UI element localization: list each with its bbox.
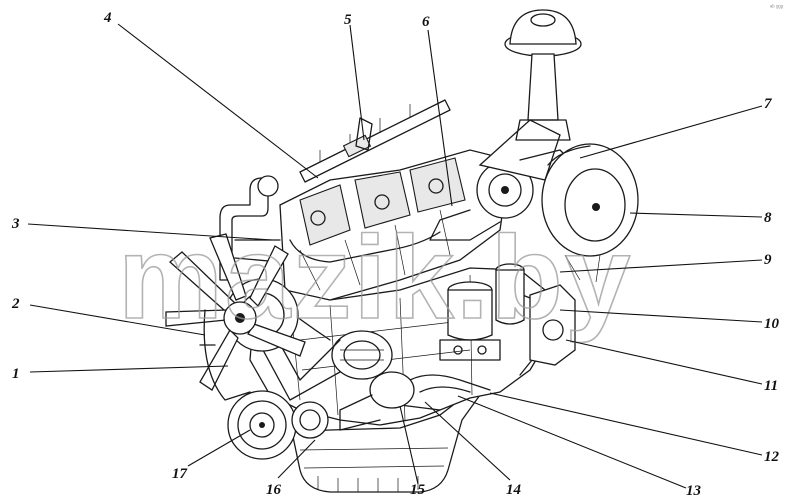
engine-illustration [165, 9, 639, 493]
callout-12: 12 [764, 449, 780, 465]
callout-14: 14 [506, 482, 522, 498]
leader-3 [27, 223, 273, 241]
leader-8 [629, 212, 763, 218]
leader-1 [29, 365, 229, 373]
air-filter-housing [541, 143, 639, 283]
watermark-text: mazik.by [118, 212, 632, 344]
leader-14 [424, 401, 511, 481]
leader-10 [559, 309, 763, 323]
callout-1: 1 [12, 366, 20, 382]
leader-15 [399, 405, 419, 485]
alternator [331, 330, 393, 380]
callout-4: 4 [103, 10, 112, 26]
leader-9 [559, 259, 763, 273]
fuel-filter [495, 263, 525, 325]
flywheel-housing [529, 284, 576, 366]
callout-3: 3 [11, 216, 20, 232]
leader-16 [277, 439, 316, 479]
leader-13 [457, 395, 687, 489]
corner-mark: ᵃᵇ ᵍᵍᵍ [770, 4, 783, 11]
callout-labels: 1 2 3 4 5 6 7 8 9 10 11 12 13 14 15 16 1… [11, 10, 780, 499]
callout-5: 5 [344, 12, 352, 28]
leader-5 [349, 24, 365, 141]
callout-17: 17 [172, 466, 188, 482]
cooling-fan [165, 233, 306, 391]
starter-motor [339, 371, 415, 431]
callout-2: 2 [11, 296, 20, 312]
callout-13: 13 [686, 483, 702, 499]
callout-15: 15 [410, 482, 426, 498]
leader-17 [187, 429, 251, 467]
leader-11 [565, 339, 763, 385]
intake-pipe [219, 175, 281, 281]
callout-7: 7 [764, 96, 772, 112]
oil-filter [439, 281, 501, 361]
callout-6: 6 [422, 14, 430, 30]
leader-6 [427, 29, 453, 207]
pulley-small [291, 401, 329, 439]
callout-11: 11 [764, 378, 778, 394]
leader-2 [29, 304, 206, 336]
callout-16: 16 [266, 482, 282, 498]
callout-8: 8 [764, 210, 772, 226]
fuel-rail [299, 99, 451, 183]
callout-9: 9 [764, 252, 772, 268]
crankshaft-pulley [227, 390, 297, 460]
leader-lines [27, 23, 763, 489]
turbocharger [429, 119, 576, 241]
callout-10: 10 [764, 316, 780, 332]
air-cleaner-stack [504, 9, 582, 141]
cylinder-head [279, 149, 511, 301]
leader-4 [117, 23, 319, 179]
leader-12 [489, 392, 763, 456]
leader-7 [579, 105, 763, 159]
